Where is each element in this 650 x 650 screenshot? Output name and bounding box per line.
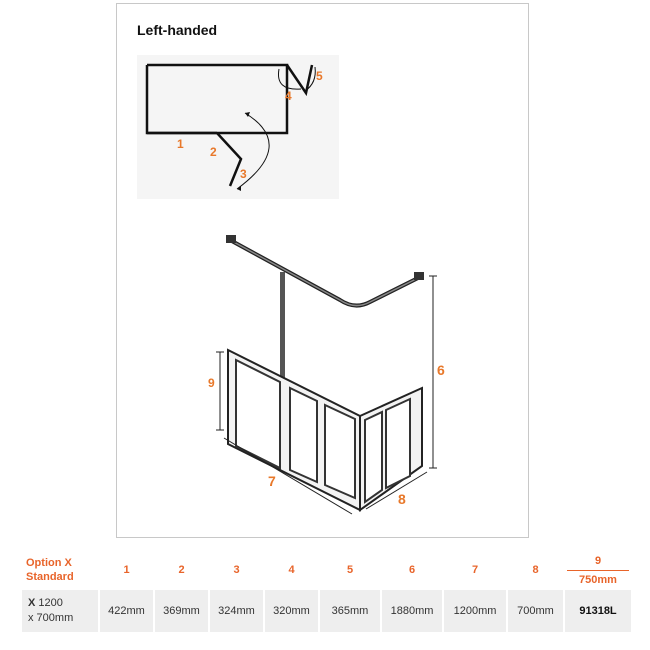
plan-view-diagram: 1 2 3 4 5 [137,55,339,199]
plan-label-4: 4 [285,89,292,103]
option-header: Option X Standard [22,550,98,590]
option-subtitle: Standard [26,571,74,583]
value-7: 1200mm [444,590,506,632]
col-header-2: 2 [178,564,185,576]
plan-label-3: 3 [240,167,247,181]
plan-label-5: 5 [316,69,323,83]
col-header-6: 6 [408,564,416,576]
iso-label-7: 7 [268,473,276,489]
table-header-row: Option X Standard 1 2 3 4 5 6 7 8 9 750m… [22,550,631,590]
table-row: X 1200 x 700mm 422mm 369mm 324mm 320mm 3… [22,590,631,632]
plan-label-1: 1 [177,137,184,151]
value-3: 324mm [210,590,263,632]
size-width: 1200 [38,597,63,609]
col-header-3: 3 [233,564,240,576]
value-4: 320mm [265,590,318,632]
isometric-shower-diagram: 9 6 7 8 [200,220,460,525]
col-header-7: 7 [471,564,479,576]
col9-value: 750mm [579,573,617,586]
col-header-4: 4 [288,564,295,576]
plan-label-2: 2 [210,145,217,159]
iso-label-9: 9 [208,376,215,390]
col9-label: 9 [567,555,629,571]
col-header-8: 8 [532,564,539,576]
dimensions-table: Option X Standard 1 2 3 4 5 6 7 8 9 750m… [20,550,633,632]
value-8: 700mm [508,590,563,632]
product-code: 91318L [565,590,631,632]
col-header-5: 5 [346,564,354,576]
col-header-9: 9 750mm [565,550,631,590]
col-header-1: 1 [123,564,130,576]
iso-label-6: 6 [437,362,445,378]
value-5: 365mm [320,590,380,632]
value-1: 422mm [100,590,153,632]
diagram-title: Left-handed [137,22,218,38]
size-prefix: X [28,597,36,609]
value-6: 1880mm [382,590,442,632]
value-2: 369mm [155,590,208,632]
size-cell: X 1200 x 700mm [22,590,98,632]
iso-label-8: 8 [398,491,406,507]
option-title: Option X [26,557,72,569]
size-depth: x 700mm [28,612,74,624]
